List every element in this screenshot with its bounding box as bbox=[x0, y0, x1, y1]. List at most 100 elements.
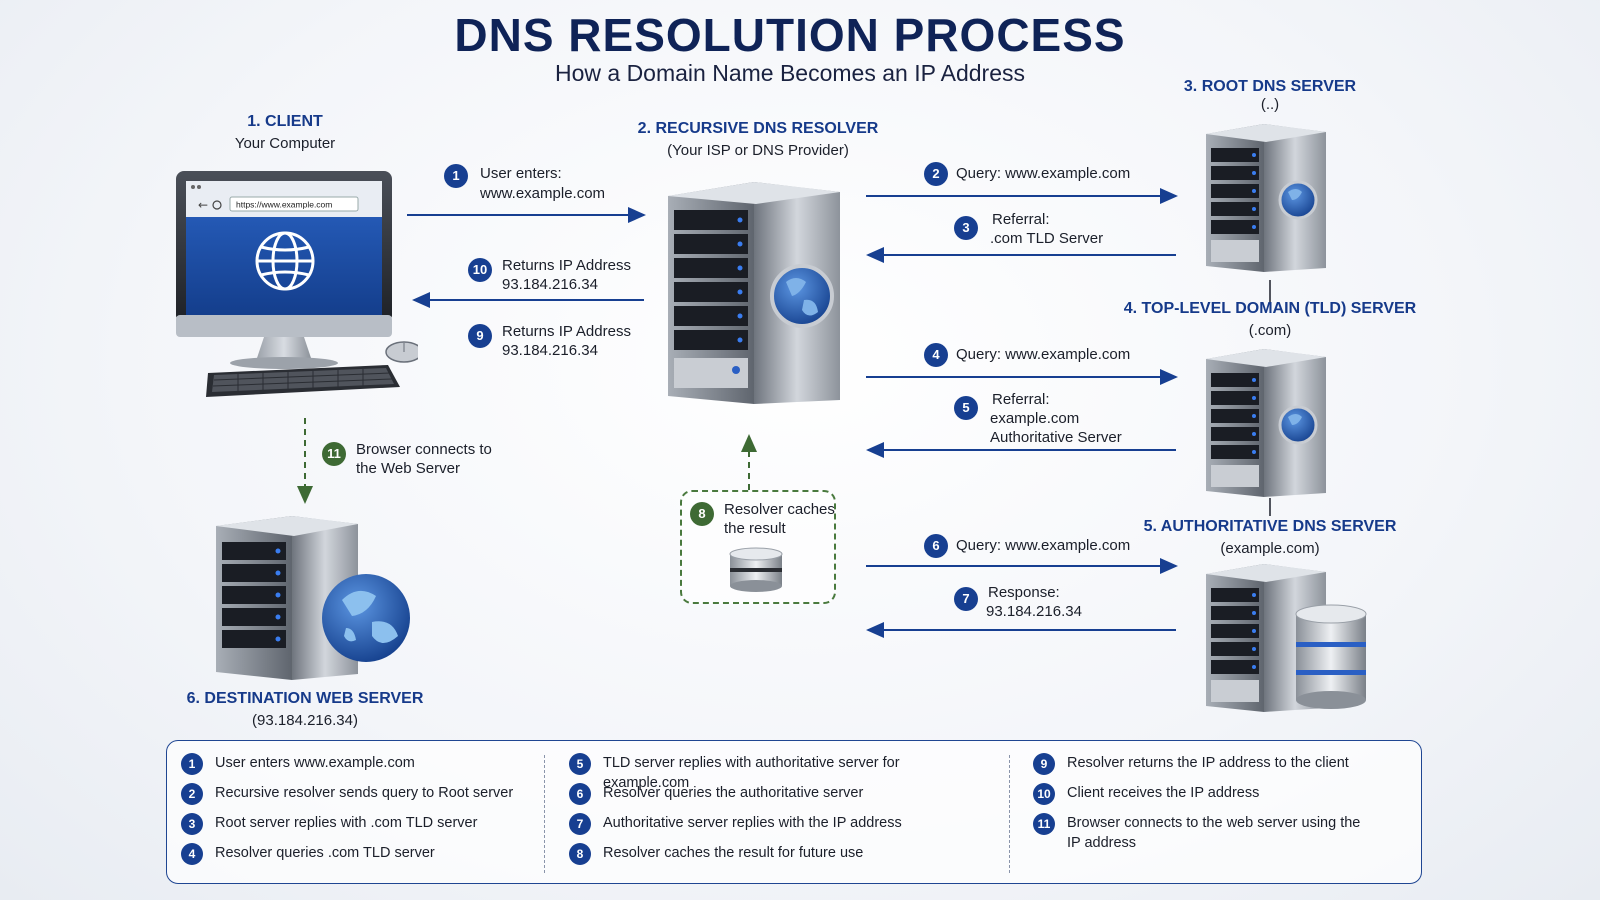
step-badge: 10 bbox=[468, 258, 492, 282]
legend-item: 10 Client receives the IP address bbox=[1033, 783, 1373, 813]
root-title: 3. ROOT DNS SERVER bbox=[1183, 78, 1357, 95]
legend-badge: 10 bbox=[1033, 783, 1055, 805]
legend-text: Root server replies with .com TLD server bbox=[215, 815, 478, 831]
resolver-node: 2. RECURSIVE DNS RESOLVER (Your ISP or D… bbox=[618, 120, 898, 159]
legend-badge: 4 bbox=[181, 843, 203, 865]
legend-item: 9 Resolver returns the IP address to the … bbox=[1033, 753, 1373, 783]
auth-subtitle: (example.com) bbox=[1220, 540, 1320, 557]
step-text: Query: www.example.com bbox=[956, 346, 1131, 363]
root-node: 3. ROOT DNS SERVER (..) bbox=[1130, 78, 1410, 113]
step-text: Response: bbox=[988, 584, 1060, 601]
legend-item: 3 Root server replies with .com TLD serve… bbox=[181, 813, 531, 843]
step-text: Resolver caches bbox=[724, 501, 835, 518]
step-badge: 4 bbox=[924, 343, 948, 367]
legend-badge: 8 bbox=[569, 843, 591, 865]
web-title: 6. DESTINATION WEB SERVER bbox=[186, 690, 424, 707]
step-text: 93.184.216.34 bbox=[502, 342, 598, 359]
legend-text: Browser connects to the web server using… bbox=[1067, 815, 1361, 851]
step-badge: 9 bbox=[468, 324, 492, 348]
legend-item: 11 Browser connects to the web server usi… bbox=[1033, 813, 1373, 857]
step-badge: 7 bbox=[954, 587, 978, 611]
step-text: .com TLD Server bbox=[990, 230, 1104, 247]
step-text: Returns IP Address bbox=[502, 323, 631, 340]
page-title: DNS RESOLUTION PROCESS bbox=[454, 9, 1126, 61]
legend-box: 1 User enters www.example.com 2 Recursive r… bbox=[166, 740, 1422, 884]
legend-badge: 1 bbox=[181, 753, 203, 775]
legend-text: Resolver caches the result for future us… bbox=[603, 845, 864, 861]
page-subtitle: How a Domain Name Becomes an IP Address bbox=[554, 60, 1026, 86]
legend-badge: 5 bbox=[569, 753, 591, 775]
legend-divider bbox=[1009, 755, 1010, 873]
globe-icon bbox=[255, 231, 315, 291]
step-badge: 1 bbox=[444, 164, 468, 188]
legend-column-2: 5 TLD server replies with authoritative s… bbox=[569, 753, 989, 873]
root-server-icon bbox=[1206, 124, 1326, 272]
legend-divider bbox=[544, 755, 545, 873]
legend-badge: 2 bbox=[181, 783, 203, 805]
legend-item: 6 Resolver queries the authoritative serv… bbox=[569, 783, 989, 813]
keyboard-icon bbox=[206, 365, 400, 397]
legend-item: 4 Resolver queries .com TLD server bbox=[181, 843, 531, 873]
database-icon bbox=[1295, 604, 1367, 709]
legend-badge: 9 bbox=[1033, 753, 1055, 775]
client-subtitle: Your Computer bbox=[234, 135, 336, 152]
web-node: 6. DESTINATION WEB SERVER (93.184.216.34… bbox=[170, 690, 440, 729]
resolver-server-icon bbox=[668, 182, 840, 404]
mouse-icon bbox=[385, 341, 418, 363]
step-text: the Web Server bbox=[356, 460, 460, 477]
step-text: Returns IP Address bbox=[502, 257, 631, 274]
step-text: Browser connects to bbox=[356, 441, 492, 458]
auth-title: 5. AUTHORITATIVE DNS SERVER bbox=[1143, 518, 1397, 535]
tld-title: 4. TOP-LEVEL DOMAIN (TLD) SERVER bbox=[1123, 300, 1417, 317]
step-badge: 11 bbox=[322, 442, 346, 466]
step-text: the result bbox=[724, 520, 786, 537]
legend-badge: 7 bbox=[569, 813, 591, 835]
step-text: User enters: bbox=[480, 165, 562, 182]
legend-text: Resolver returns the IP address to the c… bbox=[1067, 755, 1349, 771]
step-text: Query: www.example.com bbox=[956, 165, 1131, 182]
step-badge: 6 bbox=[924, 534, 948, 558]
svg-text:←: ← bbox=[198, 198, 208, 212]
auth-server-icon bbox=[1206, 564, 1367, 712]
legend-text: Recursive resolver sends query to Root s… bbox=[215, 785, 514, 801]
legend-item: 1 User enters www.example.com bbox=[181, 753, 531, 783]
legend-item: 5 TLD server replies with authoritative s… bbox=[569, 753, 989, 791]
legend-column-1: 1 User enters www.example.com 2 Recursive r… bbox=[181, 753, 531, 873]
legend-item: 2 Recursive resolver sends query to Root … bbox=[181, 783, 531, 813]
resolver-title: 2. RECURSIVE DNS RESOLVER bbox=[637, 120, 879, 137]
legend-column-3: 9 Resolver returns the IP address to the … bbox=[1033, 753, 1373, 857]
step-text: Query: www.example.com bbox=[956, 537, 1131, 554]
step-badge: 8 bbox=[690, 502, 714, 526]
web-subtitle: (93.184.216.34) bbox=[252, 712, 358, 729]
legend-item: 7 Authoritative server replies with the I… bbox=[569, 813, 989, 843]
legend-text: Client receives the IP address bbox=[1067, 785, 1260, 801]
legend-text: Resolver queries .com TLD server bbox=[215, 845, 435, 861]
web-server-icon bbox=[216, 516, 410, 680]
legend-text: Resolver queries the authoritative serve… bbox=[603, 785, 864, 801]
step-badge: 5 bbox=[954, 396, 978, 420]
client-node: 1. CLIENT Your Computer bbox=[195, 113, 375, 152]
legend-text: User enters www.example.com bbox=[215, 755, 415, 771]
step-text: Authoritative Server bbox=[990, 429, 1122, 446]
legend-item: 8 Resolver caches the result for future u… bbox=[569, 843, 989, 873]
tld-node: 4. TOP-LEVEL DOMAIN (TLD) SERVER (.com) bbox=[1110, 300, 1430, 339]
step-text: example.com bbox=[990, 410, 1080, 427]
client-title: 1. CLIENT bbox=[247, 113, 323, 130]
step-badge: 2 bbox=[924, 162, 948, 186]
resolver-subtitle: (Your ISP or DNS Provider) bbox=[667, 142, 849, 159]
legend-text: Authoritative server replies with the IP… bbox=[603, 815, 902, 831]
monitor-icon: https://www.example.com ← bbox=[176, 171, 418, 397]
globe-icon bbox=[322, 574, 410, 662]
root-subtitle: (..) bbox=[1260, 96, 1280, 113]
step-text: Referral: bbox=[992, 211, 1050, 228]
tld-subtitle: (.com) bbox=[1248, 322, 1292, 339]
legend-badge: 11 bbox=[1033, 813, 1055, 835]
database-icon bbox=[729, 547, 783, 592]
auth-node: 5. AUTHORITATIVE DNS SERVER (example.com… bbox=[1110, 518, 1430, 557]
legend-badge: 3 bbox=[181, 813, 203, 835]
legend-text: TLD server replies with authoritative se… bbox=[603, 755, 900, 791]
legend-badge: 6 bbox=[569, 783, 591, 805]
step-text: www.example.com bbox=[480, 185, 606, 202]
step-badge: 3 bbox=[954, 216, 978, 240]
